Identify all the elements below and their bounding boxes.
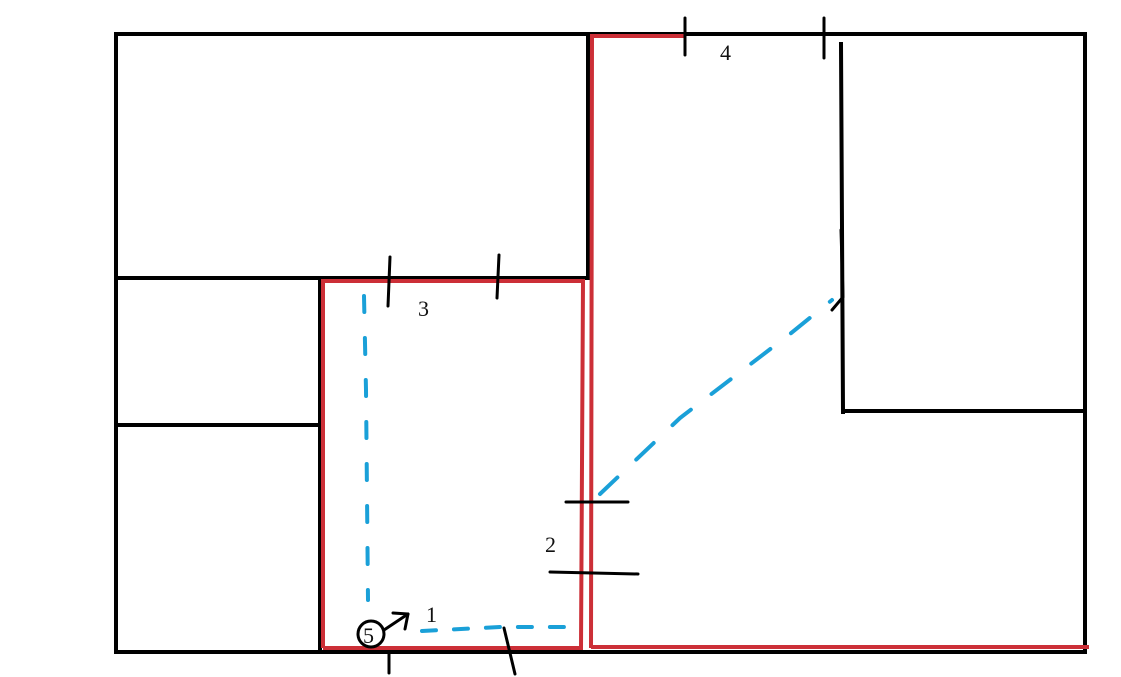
path-left-vertical	[362, 294, 370, 602]
door-ticks	[386, 16, 845, 676]
label-2: 2	[545, 532, 556, 557]
highlight-center-room	[321, 279, 586, 650]
label-1: 1	[426, 602, 437, 627]
door-2-tick-bottom	[548, 570, 640, 576]
door-1-tick-bottom-right	[502, 626, 517, 676]
highlighted-boundary	[321, 34, 1089, 650]
wall-right-room-vertical	[838, 41, 846, 415]
arrow-shaft	[382, 612, 410, 632]
marker-5-label: 5	[363, 623, 374, 648]
direction-arrow-icon	[382, 611, 410, 632]
number-labels: 1 2 3 4	[418, 40, 731, 627]
marker-5-circle	[356, 619, 386, 649]
path-bottom	[420, 625, 574, 633]
highlight-corridor	[589, 34, 684, 649]
start-marker: 5	[356, 619, 386, 649]
label-4: 4	[720, 40, 731, 65]
door-3-tick-right	[495, 253, 501, 300]
arrow-head	[391, 611, 410, 631]
right-room-door-jog	[830, 228, 845, 312]
label-3: 3	[418, 296, 429, 321]
door-3-tick-left	[386, 255, 392, 308]
walking-path	[362, 294, 834, 633]
path-diagonal	[598, 298, 834, 496]
